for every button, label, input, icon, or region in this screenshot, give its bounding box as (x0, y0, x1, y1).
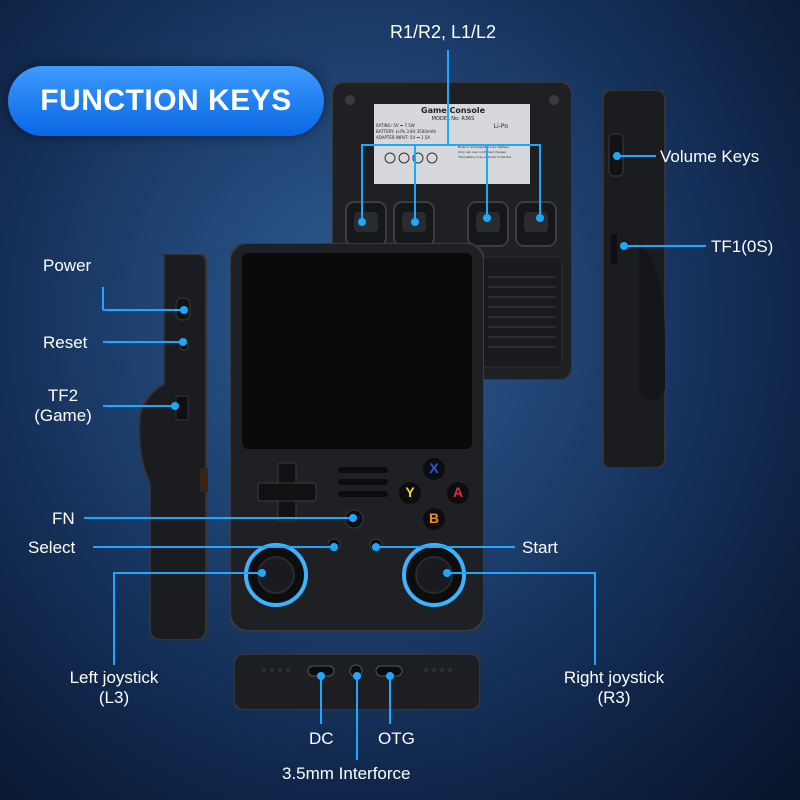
label-otg: OTG (378, 729, 415, 748)
label-tf2-line1: TF2 (47, 386, 79, 405)
label-left-joystick-line1: Left joystick (69, 668, 159, 687)
label-left-joystick: Left joystick (L3) (48, 668, 180, 708)
label-fn: FN (52, 509, 75, 528)
console-right-side-view (599, 89, 667, 469)
sticker-text: Game Console MODEL No: R36S RATING: 5V ⎓… (376, 106, 530, 184)
a-button[interactable]: A (452, 484, 464, 500)
sticker-lipo: Li-Po (493, 123, 508, 130)
label-left-joystick-line2: (L3) (98, 688, 130, 707)
label-reset: Reset (43, 333, 88, 352)
sticker-battery: BATTERY: Li-Po 3.8V 3500mAh (376, 129, 437, 134)
sticker-adapter: ADAPTER INPUT: 5V ⎓ 1.5A (376, 135, 431, 140)
label-select: Select (28, 538, 76, 557)
label-volume-keys: Volume Keys (660, 147, 760, 166)
x-button[interactable]: X (429, 460, 439, 476)
sticker-rating: RATING: 5V ⎓ 7.5W (376, 123, 415, 128)
right-side-illustration (602, 89, 666, 469)
sticker-model: MODEL No: R36S (431, 116, 475, 122)
label-right-joystick-line2: (R3) (597, 688, 631, 707)
label-tf1: TF1(0S) (711, 237, 774, 256)
title-badge: FUNCTION KEYS (8, 66, 324, 136)
b-button[interactable]: B (428, 510, 440, 526)
y-button[interactable]: Y (405, 484, 415, 500)
console-front-view: X Y A B (229, 242, 485, 632)
label-audio-jack: 3.5mm Interforce (282, 764, 411, 783)
label-dc: DC (309, 729, 334, 748)
label-power: Power (43, 256, 92, 275)
label-tf2-line2: (Game) (34, 406, 92, 425)
label-tf2: TF2 (Game) (28, 386, 98, 426)
sticker-warning-2: Only can use confirmed charger (458, 150, 507, 154)
sticker-warning-1: Built-in rechargeable li-po battery (458, 145, 509, 149)
label-shoulder-buttons: R1/R2, L1/L2 (390, 22, 497, 42)
front-illustration (229, 242, 485, 632)
label-right-joystick: Right joystick (R3) (546, 668, 682, 708)
sticker-heading: Game Console (421, 106, 485, 115)
label-start: Start (522, 538, 558, 557)
sticker-warning-3: The battery may explode in the fire (458, 155, 512, 159)
label-right-joystick-line1: Right joystick (563, 668, 665, 687)
console-back-illustration (331, 81, 573, 381)
console-back-view: Game Console MODEL No: R36S RATING: 5V ⎓… (331, 81, 573, 381)
